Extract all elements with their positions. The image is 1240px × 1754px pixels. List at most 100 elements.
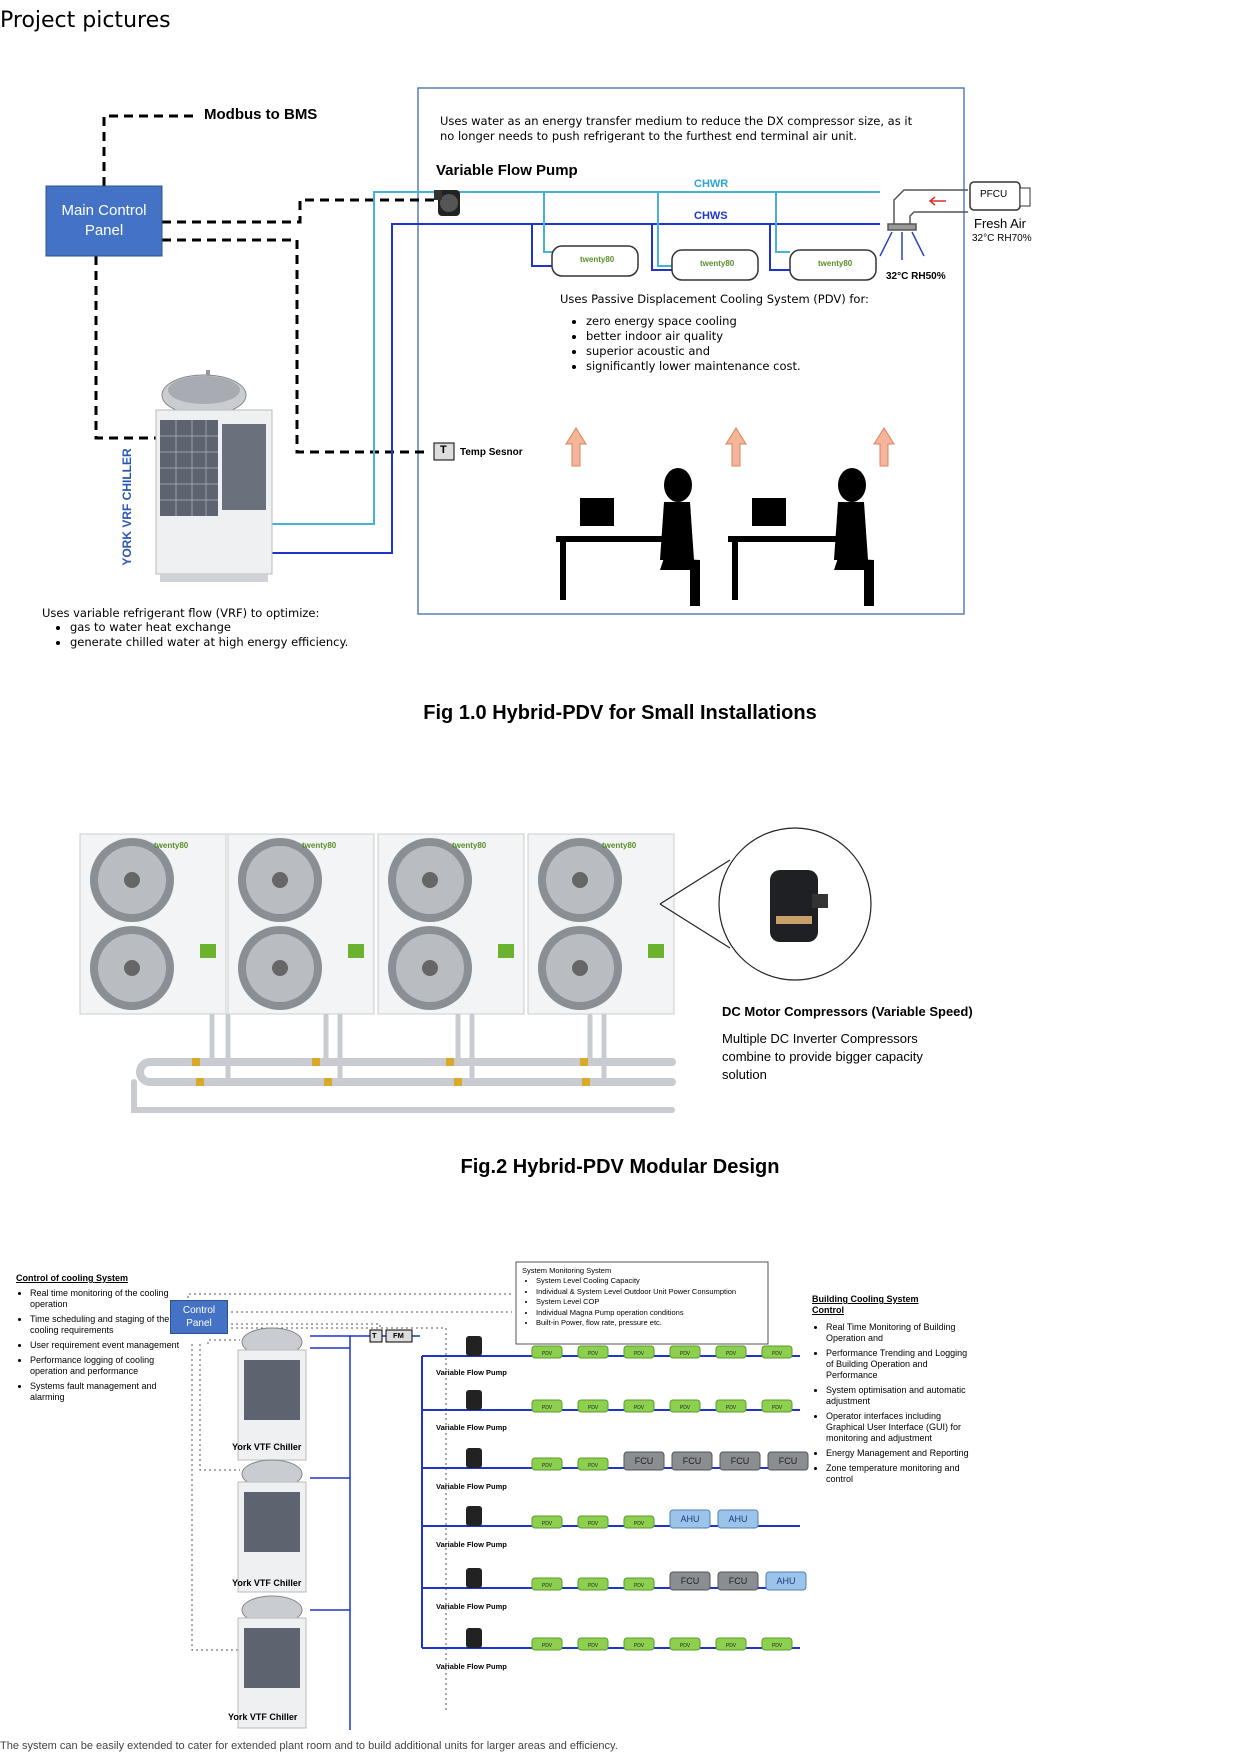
vrf-benefit: gas to water heat exchange [70,620,348,635]
sensor-symbol: T [372,1331,377,1340]
terminal-unit-pdv [623,1577,655,1591]
modular-unit [79,833,227,1015]
temp-sensor-symbol: T [440,444,447,456]
main-control-panel: Main Control Panel [61,202,147,239]
building-control-list: Real Time Monitoring of Building Operati… [812,1322,976,1489]
terminal-unit-label: PDV [588,1405,599,1411]
terminal-unit-pdv [531,1399,563,1413]
terminal-unit-label: PDV [542,1351,553,1357]
compressor-icon [770,870,828,942]
terminal-unit-pdv [531,1577,563,1591]
control-dotted-lines [187,1293,512,1710]
terminal-unit-fcu [623,1451,665,1471]
unit-brand-4: twenty80 [602,841,637,850]
page-heading: Project pictures [0,8,171,33]
compressor-callout [659,827,872,981]
terminal-unit-label: PDV [634,1405,645,1411]
monitoring-list: System Level Cooling Capacity Individual… [526,1276,776,1329]
figure-3-diagram: PDV PDV PDV PDV PDV PDV PDV PDV PDV PDV PDV PDV PDV P… [187,1261,809,1730]
control-dashed-lines [94,114,440,454]
control-of-cooling-list: Real time monitoring of the cooling oper… [16,1288,180,1407]
chiller-label: York VTF Chiller [228,1712,298,1722]
temp-sensor-box [433,442,455,461]
flow-meter-box [385,1329,413,1343]
terminal-unit-label: PDV [542,1463,553,1469]
terminal-unit-label: FCU [683,1456,702,1466]
terminal-unit-pdv [623,1399,655,1413]
terminal-unit-label: PDV [588,1643,599,1649]
terminal-unit-label: PDV [634,1643,645,1649]
terminal-unit-pdv [669,1637,701,1651]
terminal-unit-pdv [577,1515,609,1529]
terminal-unit-label: PDV [680,1643,691,1649]
terminal-unit-fcu [719,1451,761,1471]
terminal-unit-fcu [767,1451,809,1471]
terminal-unit-pdv [761,1637,793,1651]
unit-brand-2: twenty80 [302,841,337,850]
compressor-title: DC Motor Compressors (Variable Speed) [722,1004,973,1019]
flow-meter-symbol: FM [393,1331,404,1340]
terminal-unit-label: PDV [588,1463,599,1469]
terminal-unit-fcu [717,1571,759,1591]
terminal-unit-label: PDV [726,1351,737,1357]
terminal-unit-pdv [715,1399,747,1413]
terminal-unit-label: PDV [542,1521,553,1527]
terminal-unit-ahu [765,1571,807,1591]
pdv-brand-2: twenty80 [700,259,735,268]
terminal-unit-label: PDV [588,1521,599,1527]
compressor-description: Multiple DC Inverter Compressors combine… [722,1031,923,1082]
modbus-label: Modbus to BMS [204,106,318,123]
terminal-unit-pdv [623,1345,655,1359]
control-item: User requirement event management [30,1340,180,1351]
building-control-item: Operator interfaces including Graphical … [826,1411,976,1444]
header-pipes [131,1013,676,1113]
terminal-unit-label: PDV [588,1351,599,1357]
variable-flow-pump-icon [434,190,460,216]
building-control-item: Real Time Monitoring of Building Operati… [826,1322,976,1344]
terminal-units: PDV PDV PDV PDV PDV PDV PDV PDV PDV PDV PDV PDV PDV P… [531,1345,809,1651]
pdv-intro: Uses Passive Displacement Cooling System… [560,292,869,306]
pdv-units [551,245,877,281]
building-control-item: Performance Trending and Logging of Buil… [826,1348,976,1381]
figure-1-caption: Fig 1.0 Hybrid-PDV for Small Installatio… [423,702,817,724]
building-control-item: Energy Management and Reporting [826,1448,976,1459]
terminal-unit-label: PDV [542,1405,553,1411]
terminal-unit-label: PDV [726,1643,737,1649]
terminal-unit-label: PDV [542,1643,553,1649]
terminal-unit-fcu [671,1451,713,1471]
terminal-unit-label: AHU [728,1514,747,1524]
terminal-unit-label: PDV [634,1583,645,1589]
pdv-benefit: significantly lower maintenance cost. [586,359,801,374]
air-discharge-arrows [879,231,925,260]
pump-icons [466,1336,482,1648]
terminal-unit-label: PDV [772,1405,783,1411]
terminal-unit-pdv [761,1345,793,1359]
terminal-unit-label: FCU [635,1456,654,1466]
terminal-unit-label: PDV [588,1583,599,1589]
terminal-unit-label: PDV [634,1521,645,1527]
monitoring-item: Built-in Power, flow rate, pressure etc. [536,1318,776,1327]
unit-brand-3: twenty80 [452,841,487,850]
fresh-air-duct [887,189,968,231]
terminal-unit-pdv [531,1637,563,1651]
chiller-label: York VTF Chiller [232,1578,302,1588]
unit-brand-1: twenty80 [154,841,189,850]
heat-rise-arrows [565,427,895,467]
pump-label: Variable Flow Pump [436,162,578,179]
building-control-item: Zone temperature monitoring and control [826,1463,976,1485]
pump-label: Variable Flow Pump [436,1368,507,1377]
chilled-water-trunk [310,1335,420,1730]
terminal-unit-pdv [623,1637,655,1651]
pfcu-label: PFCU [980,189,1008,200]
figure-2-diagram [79,827,872,1113]
figure-1-diagram [45,87,1031,615]
room-outline [417,87,965,615]
terminal-unit-label: AHU [680,1514,699,1524]
chiller-vertical-label: YORK VRF CHILLER [120,448,134,566]
control-item: Time scheduling and staging of the cooli… [30,1314,180,1336]
terminal-unit-pdv [715,1637,747,1651]
control-panel-box: Control Panel [170,1300,228,1334]
terminal-unit-label: PDV [680,1351,691,1357]
person-at-desk-icon [728,468,874,606]
terminal-unit-ahu [669,1509,711,1529]
